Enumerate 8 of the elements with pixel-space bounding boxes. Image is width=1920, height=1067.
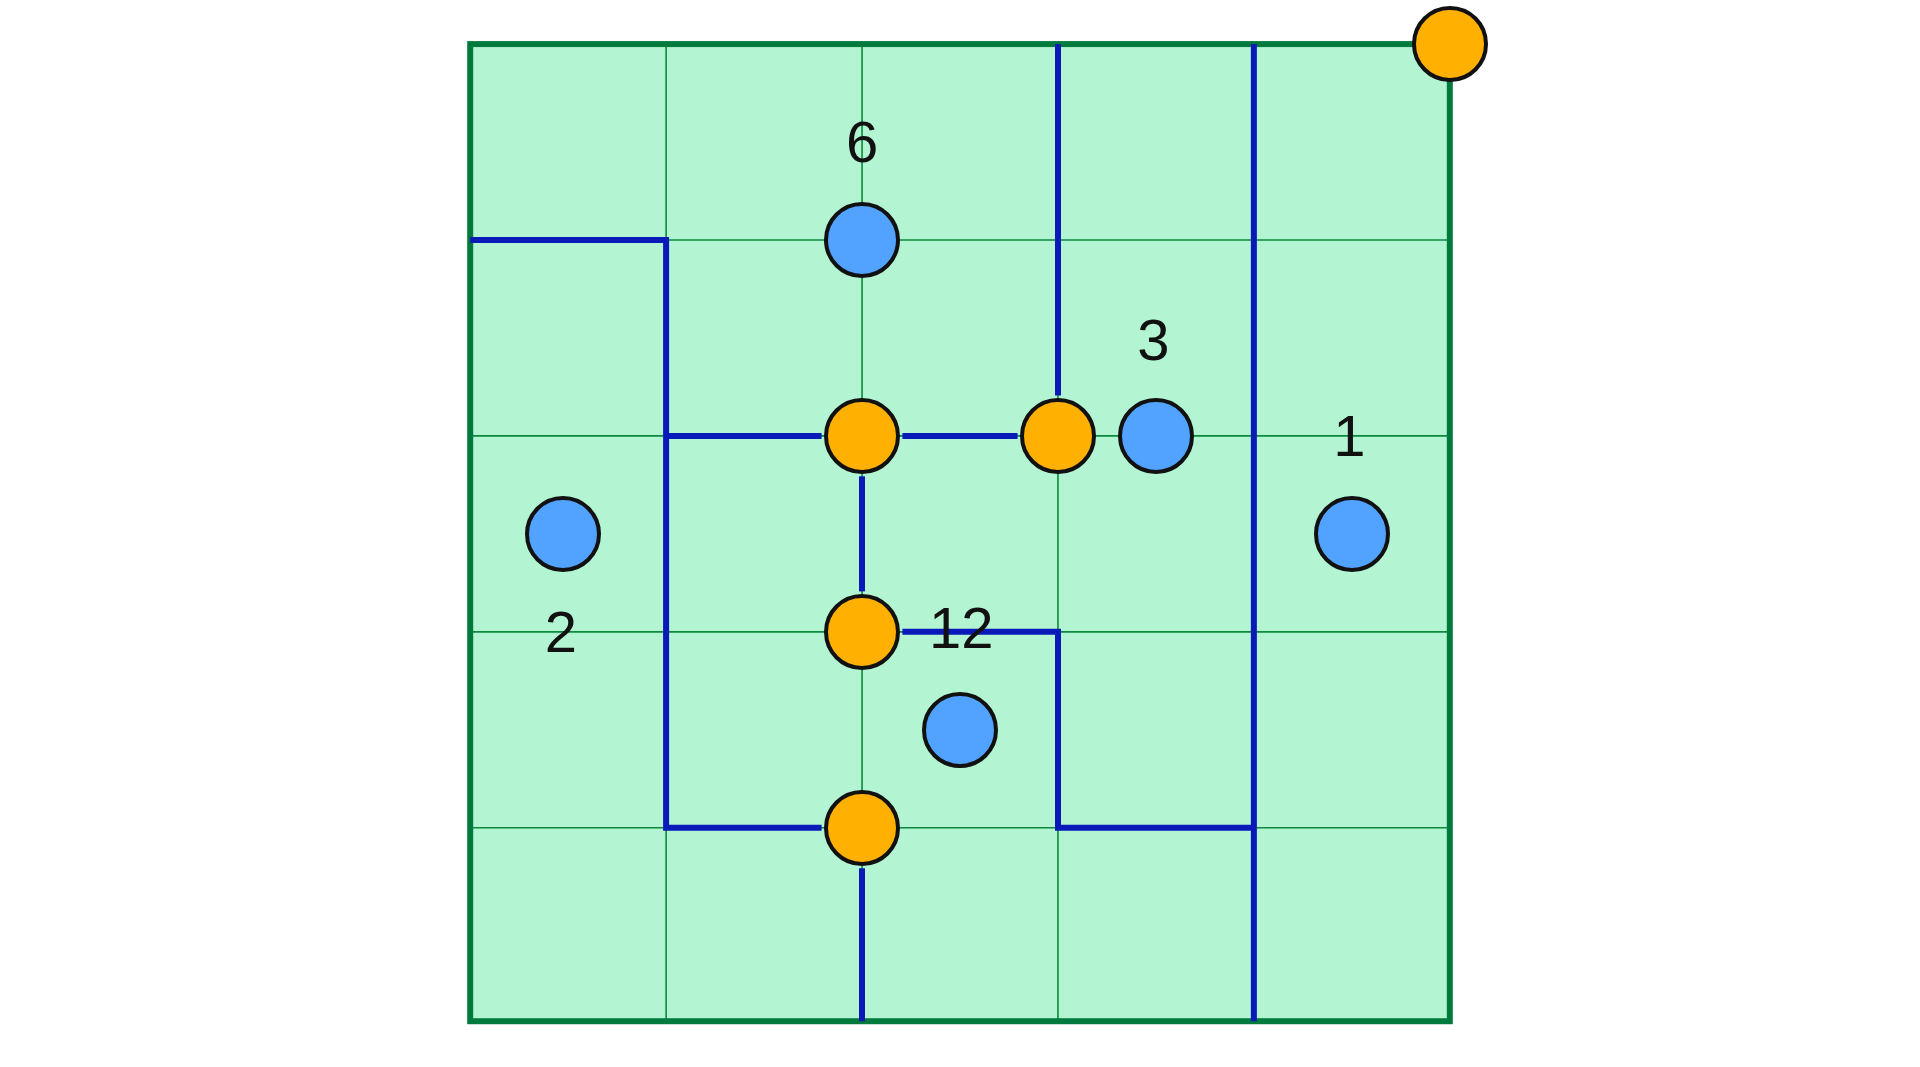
connector-line <box>1055 44 1061 396</box>
connector-line <box>859 868 865 1022</box>
clue-number: 3 <box>1137 311 1170 370</box>
connector-line <box>859 476 865 592</box>
connector-line <box>470 237 822 831</box>
connector-line <box>902 628 1254 831</box>
connector-line <box>902 432 1018 439</box>
connector-line <box>666 432 822 439</box>
